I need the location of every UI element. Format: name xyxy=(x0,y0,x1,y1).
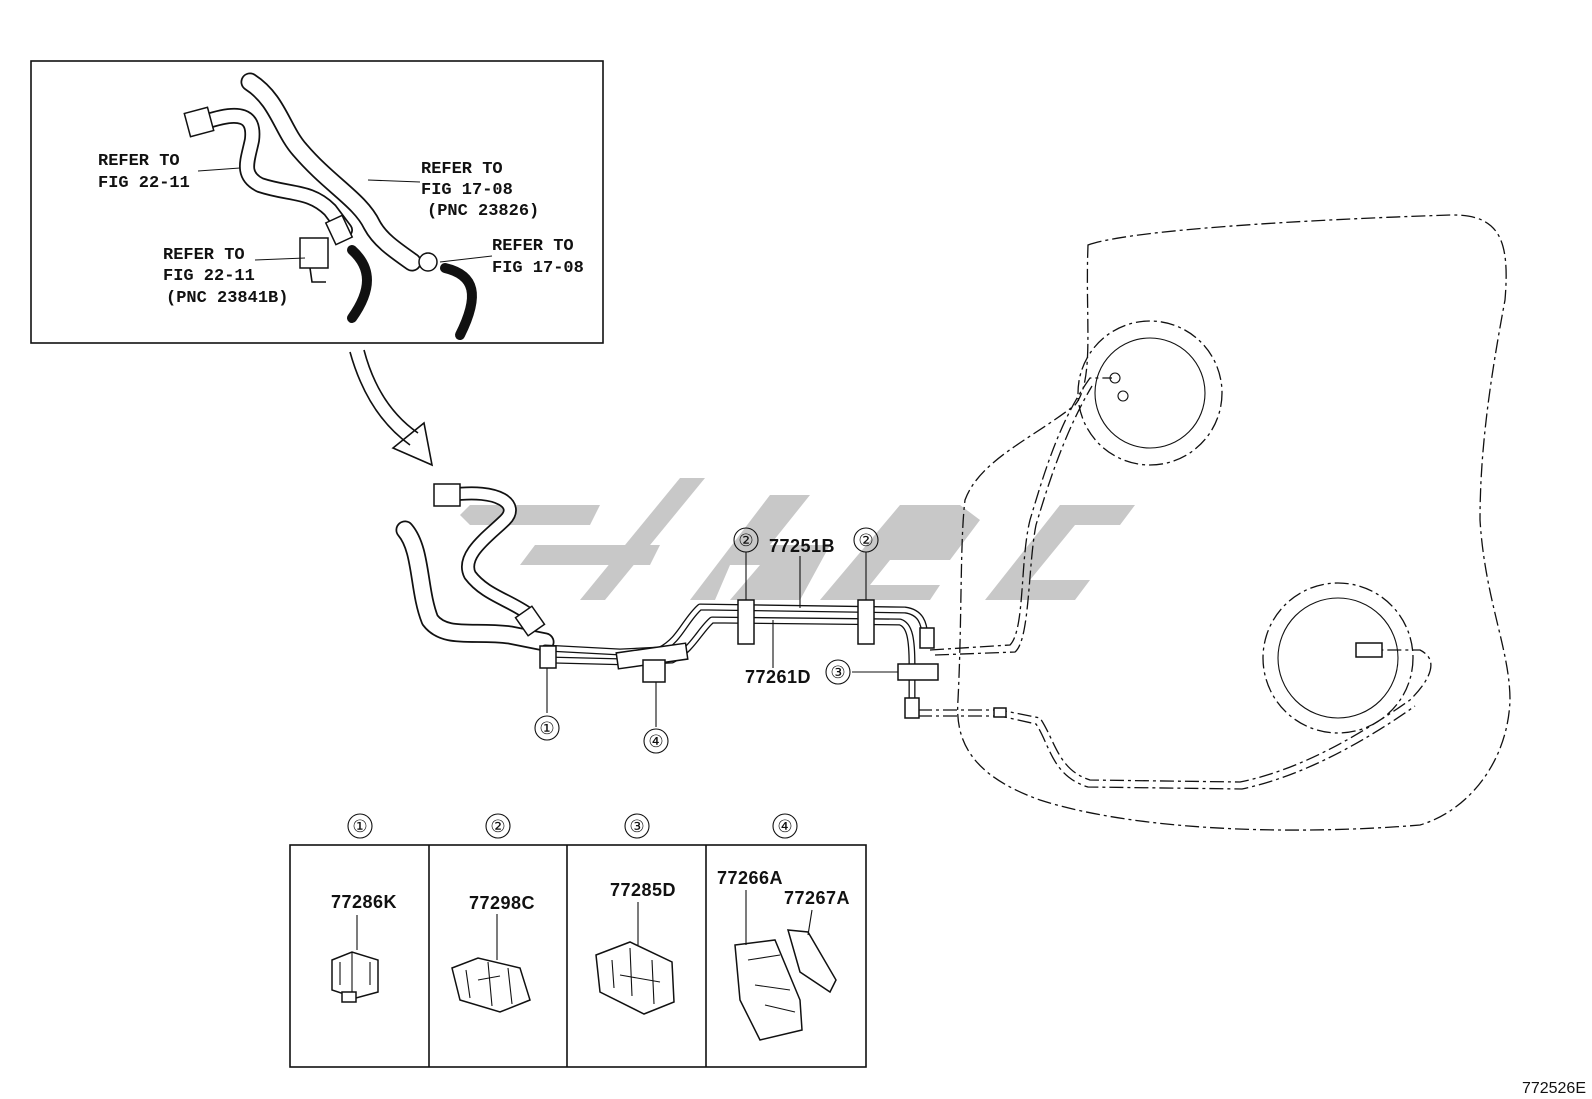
clamp-77266a-77267a-drawing xyxy=(734,890,837,1041)
refer3-line3: (PNC 23841B) xyxy=(166,289,288,308)
legend-part-77267a: 77267A xyxy=(784,888,850,908)
clamp-77298c-drawing xyxy=(451,914,531,1013)
legend-header-4: ④ xyxy=(777,817,792,837)
refer2-line1: REFER TO xyxy=(421,160,503,179)
refer4-line1: REFER TO xyxy=(492,237,574,256)
clamp-77285d-drawing xyxy=(595,902,675,1015)
callout-1: ① xyxy=(539,719,554,739)
refer1-line2: FIG 22-11 xyxy=(98,174,190,193)
refer2-line3: (PNC 23826) xyxy=(427,202,539,221)
legend-part-77285d: 77285D xyxy=(610,880,676,900)
figure-code: 772526E xyxy=(1522,1080,1586,1097)
fuel-tank-outline xyxy=(918,214,1511,831)
callout-2-left: ② xyxy=(738,531,753,551)
inset-detail xyxy=(30,60,604,344)
legend-header-3: ③ xyxy=(629,817,644,837)
legend-header-1: ① xyxy=(352,817,367,837)
refer3-line2: FIG 22-11 xyxy=(163,267,255,286)
legend-labels: ① ② ③ ④ 77286K 77298C 77285D 77266A 7726… xyxy=(331,817,850,913)
parts-legend-table xyxy=(289,813,867,1068)
main-assembly xyxy=(395,483,939,754)
part-number-77251b: 77251B xyxy=(769,536,835,556)
refer1-line1: REFER TO xyxy=(98,152,180,171)
part-number-77261d: 77261D xyxy=(745,667,811,687)
refer3-line1: REFER TO xyxy=(163,246,245,265)
inset-labels: REFER TO FIG 22-11 REFER TO FIG 17-08 (P… xyxy=(98,152,584,308)
main-labels: ① ④ ② ② ③ 77251B 77261D xyxy=(539,531,873,752)
callout-4: ④ xyxy=(648,732,663,752)
callout-2-right: ② xyxy=(858,531,873,551)
legend-part-77266a: 77266A xyxy=(717,868,783,888)
clamp-77286k-drawing xyxy=(331,915,379,1003)
legend-part-77298c: 77298C xyxy=(469,893,535,913)
legend-part-77286k: 77286K xyxy=(331,892,397,912)
callout-3: ③ xyxy=(830,663,845,683)
refer4-line2: FIG 17-08 xyxy=(492,259,584,278)
refer2-line2: FIG 17-08 xyxy=(421,181,513,200)
legend-header-2: ② xyxy=(490,817,505,837)
direction-arrow xyxy=(349,349,434,467)
